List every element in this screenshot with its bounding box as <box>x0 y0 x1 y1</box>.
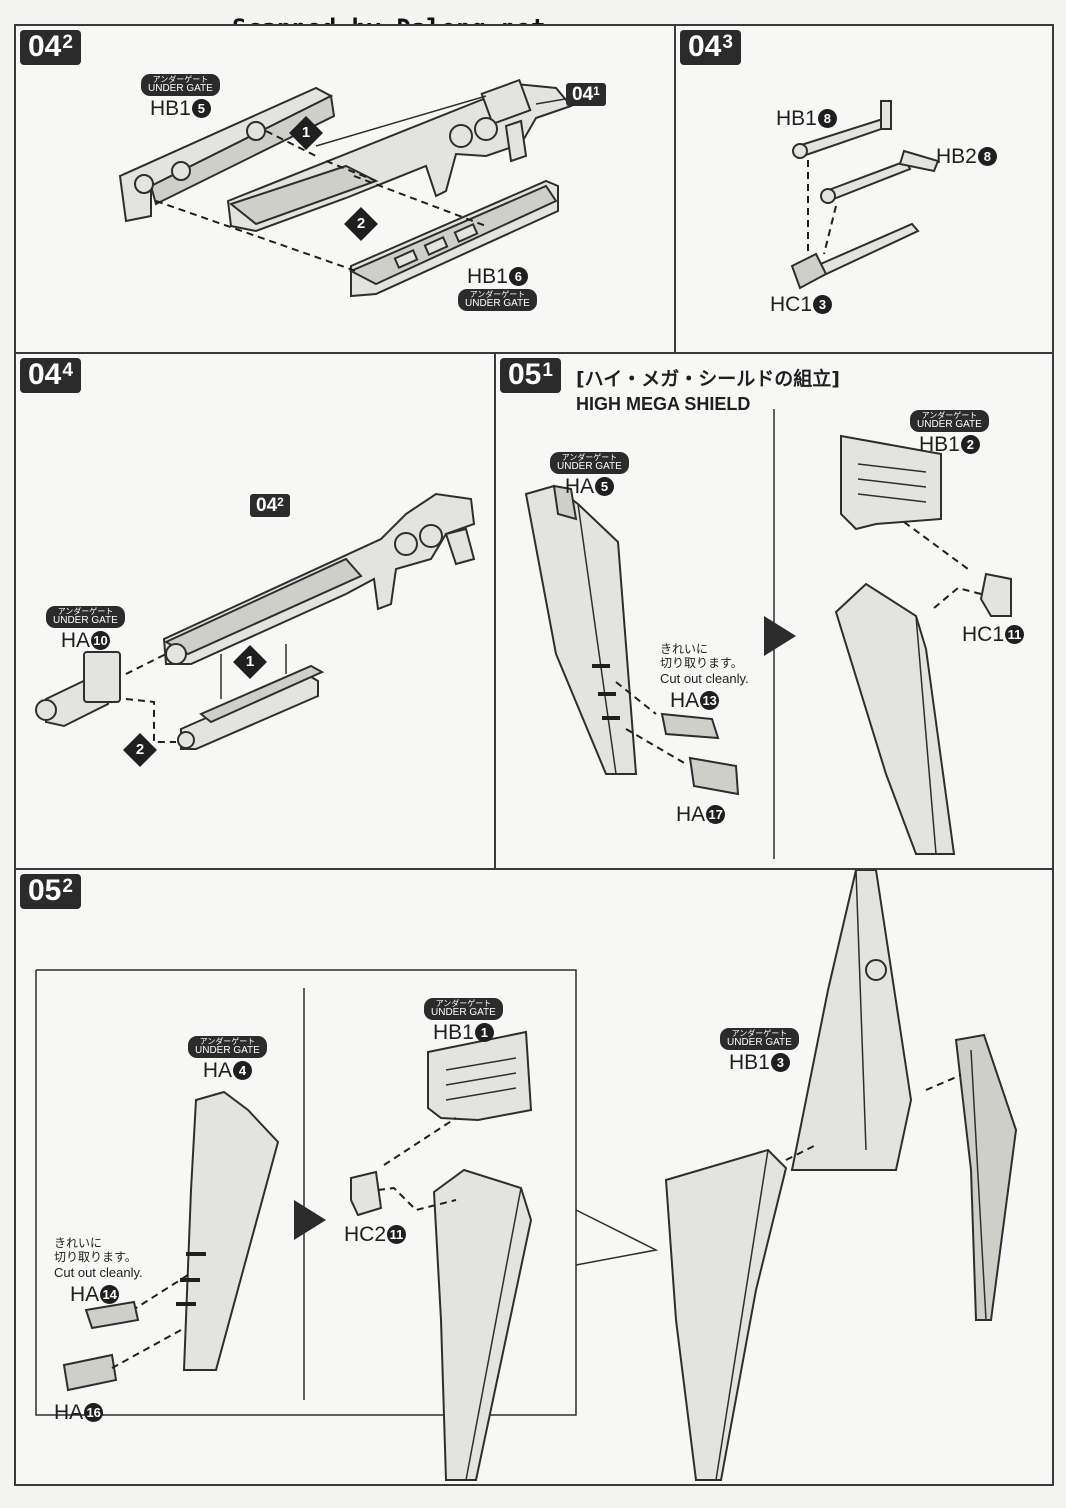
reference-tag-04-1: 041 <box>566 83 606 106</box>
cut-cleanly-note: きれいに 切り取ります。 Cut out cleanly. <box>660 642 749 686</box>
reference-tag-04-2: 042 <box>250 494 290 517</box>
step-marker-2: 2 <box>123 733 157 767</box>
step-marker-2: 2 <box>344 207 378 241</box>
connector-assembly-illustration <box>790 100 940 290</box>
step-badge-04-3: 043 <box>680 30 741 65</box>
rifle-assembly-illustration <box>118 78 573 298</box>
section-title-en: HIGH MEGA SHIELD <box>576 394 751 414</box>
panel-05-1: [ハイ・メガ・シールドの組立] HIGH MEGA SHIELD アンダーゲート… <box>494 352 1054 870</box>
step-badge-05-2: 052 <box>20 874 81 909</box>
step-badge-05-1: 051 <box>500 358 561 393</box>
shield-final-assembly-illustration <box>35 870 1018 1481</box>
step-marker-1: 1 <box>289 116 323 150</box>
step-badge-04-2: 042 <box>20 30 81 65</box>
step-badge-04-4: 044 <box>20 358 81 393</box>
section-title-jp: [ハイ・メガ・シールドの組立] <box>576 368 840 390</box>
rifle-final-assembly-illustration <box>35 492 476 750</box>
shield-half-assembly-illustration <box>524 409 1012 859</box>
cut-cleanly-note: きれいに 切り取ります。 Cut out cleanly. <box>54 1236 143 1280</box>
step-marker-1: 1 <box>233 645 267 679</box>
